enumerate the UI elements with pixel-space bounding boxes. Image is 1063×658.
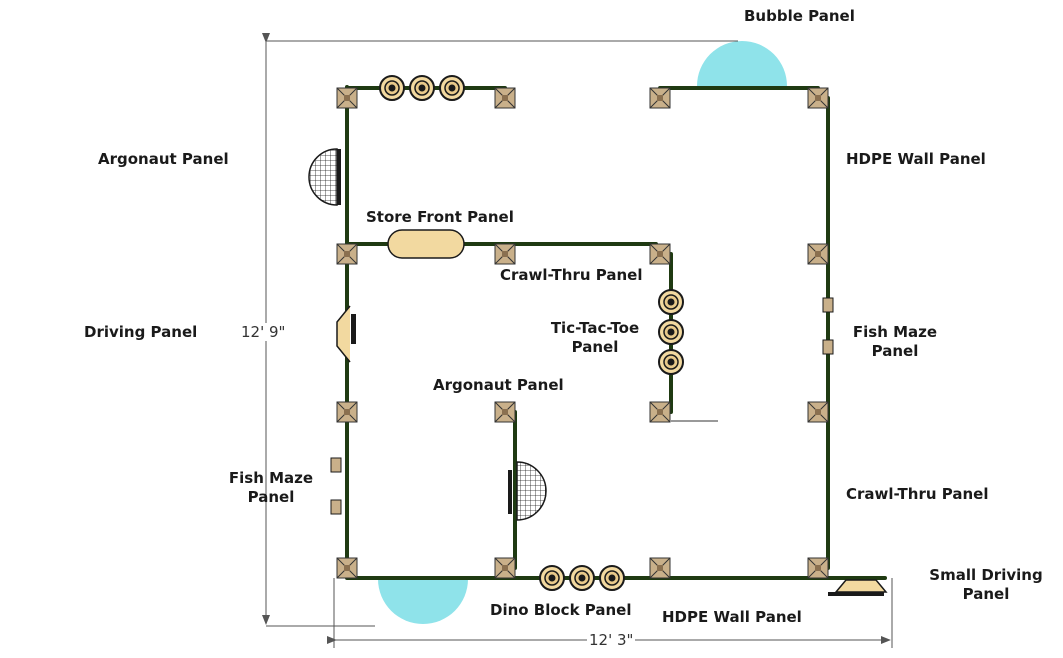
crawl-thru-panel-inner-label: Crawl-Thru Panel <box>500 266 643 284</box>
post-1 <box>336 87 358 109</box>
fish-maze-left-line-1: Fish Maze <box>228 469 314 487</box>
crawl-thru-panel-right-label: Crawl-Thru Panel <box>846 485 989 503</box>
store-front-panel-shape <box>387 229 465 259</box>
post-7 <box>649 243 671 265</box>
tic-tac-toe-ring-2 <box>658 319 684 345</box>
hdpe-wall-panel-bottom-label: HDPE Wall Panel <box>662 608 802 626</box>
posts <box>336 87 829 579</box>
dino-block-ring-2 <box>569 565 595 591</box>
tic-tac-toe-ring-3 <box>658 349 684 375</box>
post-6 <box>494 243 516 265</box>
tic-tac-toe-line-1: Tic-Tac-Toe <box>550 319 640 337</box>
small-driving-line-2: Panel <box>962 585 1010 603</box>
bubble-panel-bottom <box>378 579 468 624</box>
small-driving-line-1: Small Driving <box>929 566 1043 584</box>
argonaut-panel-dome-inner <box>508 461 547 521</box>
dino-block-ring-3 <box>599 565 625 591</box>
post-3 <box>649 87 671 109</box>
post-9 <box>336 401 358 423</box>
hdpe-wall-panel-right-label: HDPE Wall Panel <box>846 150 986 168</box>
tic-tac-toe-line-2: Panel <box>571 338 619 356</box>
bubble-panel-top <box>697 41 787 86</box>
argonaut-panel-inner-label: Argonaut Panel <box>433 376 564 394</box>
post-2 <box>494 87 516 109</box>
store-front-panel-label: Store Front Panel <box>366 208 514 226</box>
fish-maze-right-line-1: Fish Maze <box>852 323 938 341</box>
post-13 <box>336 557 358 579</box>
width-dimension-text: 12' 3" <box>587 631 636 649</box>
driving-panel-label: Driving Panel <box>84 323 198 341</box>
dino-block-ring-1 <box>539 565 565 591</box>
tic-tac-toe-panel-label: Tic-Tac-Toe Panel <box>540 319 650 357</box>
fish-maze-panel-left-label: Fish Maze Panel <box>221 469 321 507</box>
post-14 <box>494 557 516 579</box>
small-driving-panel-label: Small Driving Panel <box>918 566 1054 604</box>
post-5 <box>336 243 358 265</box>
top-ring-2 <box>409 75 435 101</box>
top-ring-3 <box>439 75 465 101</box>
argonaut-panel-dome-left <box>308 148 341 206</box>
height-dimension-text: 12' 9" <box>239 323 288 341</box>
tic-tac-toe-ring-1 <box>658 289 684 315</box>
post-10 <box>494 401 516 423</box>
post-8 <box>807 243 829 265</box>
fish-maze-left-line-2: Panel <box>247 488 295 506</box>
dino-block-panel-label: Dino Block Panel <box>490 601 632 619</box>
driving-panel-wheel <box>336 305 356 363</box>
fish-maze-right-line-2: Panel <box>871 342 919 360</box>
top-ring-1 <box>379 75 405 101</box>
post-16 <box>807 557 829 579</box>
post-15 <box>649 557 671 579</box>
bubble-panel-label: Bubble Panel <box>744 7 855 25</box>
post-4 <box>807 87 829 109</box>
small-driving-panel-wheel <box>828 579 888 596</box>
fish-maze-panel-right-label: Fish Maze Panel <box>845 323 945 361</box>
post-12 <box>807 401 829 423</box>
ring-panels <box>379 75 684 591</box>
fish-maze-latches <box>330 297 834 515</box>
argonaut-panel-left-label: Argonaut Panel <box>98 150 229 168</box>
post-11 <box>649 401 671 423</box>
